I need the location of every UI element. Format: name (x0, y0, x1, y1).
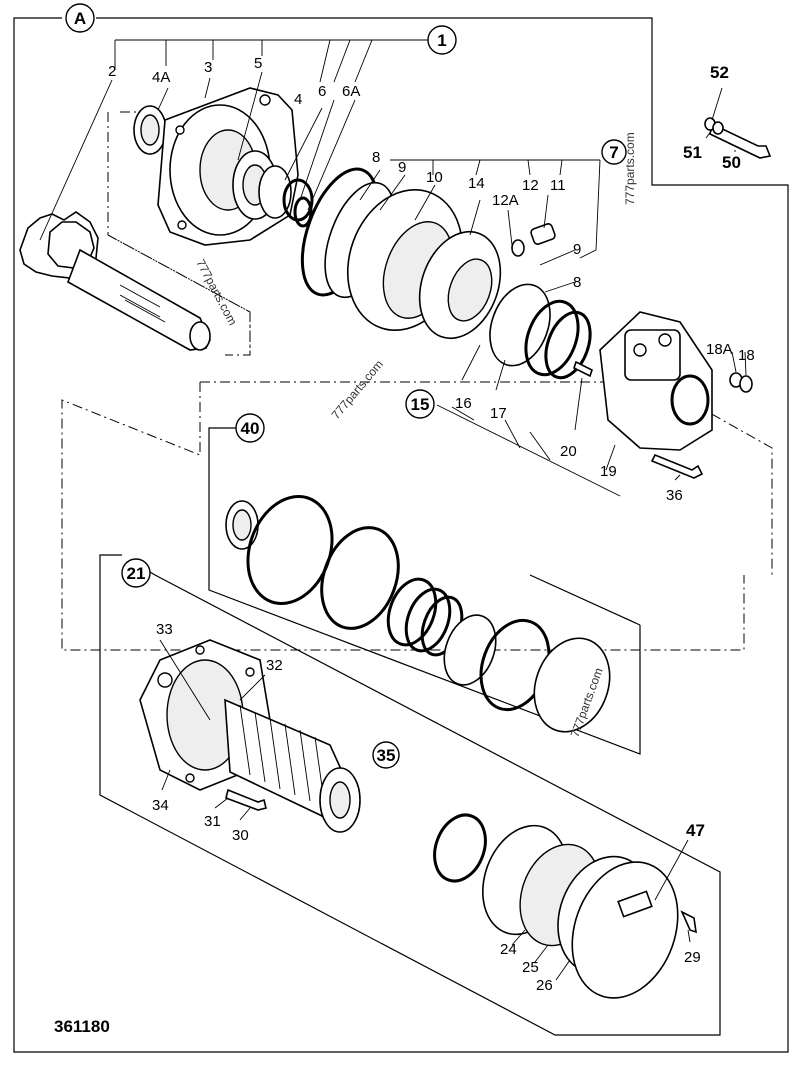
label-8-upper: 8 (372, 149, 380, 166)
callout-1: 1 (437, 31, 446, 50)
label-19: 19 (600, 463, 617, 480)
label-8-lower: 8 (573, 274, 581, 291)
friction-pack-part-35 (224, 698, 361, 833)
label-9-lower: 9 (573, 241, 581, 258)
label-20: 20 (560, 443, 577, 460)
label-47: 47 (686, 821, 705, 840)
gear-pack-part-14 (418, 230, 502, 340)
bolt-part-29 (680, 910, 697, 934)
label-33: 33 (156, 621, 173, 638)
callout-A-circle (65, 3, 95, 33)
callout-40-circle (235, 413, 265, 443)
plug-part-18 (729, 372, 753, 393)
label-14: 14 (468, 175, 485, 192)
end-housing-part-19 (599, 311, 713, 451)
seal-kit-group-40 (225, 495, 611, 733)
leader-lines (39, 71, 747, 981)
pin-part-20 (573, 360, 593, 378)
label-18A: 18A (706, 341, 733, 358)
label-12: 12 (522, 177, 539, 194)
callout-7-circle (601, 139, 627, 165)
bolt-part-50 (704, 117, 772, 159)
label-30: 30 (232, 827, 249, 844)
label-34: 34 (152, 797, 169, 814)
outer-frame (13, 17, 789, 1053)
group-15-leaders (436, 404, 621, 497)
callout-A: A (74, 9, 86, 28)
callout-21: 21 (127, 564, 146, 583)
callout-21-circle (121, 558, 151, 588)
label-6A: 6A (342, 83, 360, 100)
label-9-upper: 9 (398, 159, 406, 176)
label-11: 11 (550, 177, 566, 194)
callout-15: 15 (411, 395, 430, 414)
label-6: 6 (318, 83, 326, 100)
valve-part-11 (511, 223, 556, 257)
label-32: 32 (266, 657, 283, 674)
label-18: 18 (738, 347, 755, 364)
label-29: 29 (684, 949, 701, 966)
callout-35: 35 (377, 746, 396, 765)
label-2: 2 (108, 63, 116, 80)
bolt-part-36 (650, 453, 704, 479)
label-24: 24 (500, 941, 517, 958)
seal-part-4A (133, 105, 167, 155)
group-15-dashed-box (61, 381, 773, 651)
group-21-box (99, 554, 721, 1036)
drawing-number: 361180 (54, 1017, 110, 1036)
label-16: 16 (455, 395, 472, 412)
watermark-shaft: 777parts.com (193, 257, 239, 328)
label-12A: 12A (492, 192, 519, 209)
label-51: 51 (683, 143, 702, 162)
label-52: 52 (710, 63, 729, 82)
label-17: 17 (490, 405, 507, 422)
label-3: 3 (204, 59, 212, 76)
group-7-bracket (390, 159, 601, 259)
label-10: 10 (426, 169, 443, 186)
label-5: 5 (254, 55, 262, 72)
sprocket-shaft-part-2 (19, 211, 211, 351)
callout-1-circle (427, 25, 457, 55)
end-cover-part-26 (571, 861, 679, 999)
callout-35-circle (372, 741, 400, 769)
label-4A: 4A (152, 69, 170, 86)
ring-set-part-17 (489, 283, 592, 380)
watermark-center: 777parts.com (329, 357, 386, 422)
group-40-box (208, 427, 641, 755)
watermark-top-right: 777parts.com (623, 132, 637, 205)
callout-7: 7 (609, 143, 618, 162)
label-4: 4 (294, 91, 302, 108)
label-25: 25 (522, 959, 539, 976)
callout-40: 40 (241, 419, 260, 438)
label-50: 50 (722, 153, 741, 172)
label-36: 36 (666, 487, 683, 504)
group-1-bracket (114, 39, 428, 83)
callout-15-circle (405, 389, 435, 419)
bolt-part-30 (225, 788, 267, 811)
label-26: 26 (536, 977, 553, 994)
label-31: 31 (204, 813, 221, 830)
